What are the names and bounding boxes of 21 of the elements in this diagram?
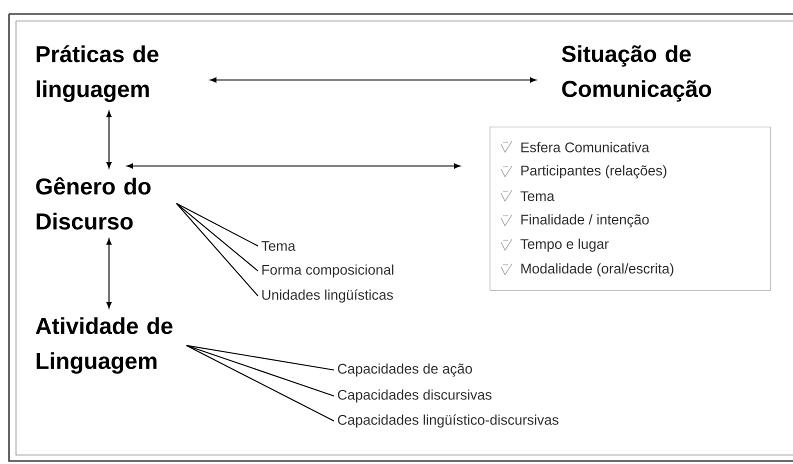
item-text: Unidades lingüísticas xyxy=(262,289,393,303)
item-text: Tema xyxy=(262,241,296,251)
heading: Práticas de linguagem xyxy=(36,45,158,102)
item-text: Capacidades lingüístico-discursivas xyxy=(338,414,558,428)
arrow xyxy=(126,163,460,169)
item-text: Capacidades discursivas xyxy=(338,389,492,403)
item-text: Capacidades de ação xyxy=(338,363,472,377)
item-text: Forma composicional xyxy=(262,264,394,278)
arrow xyxy=(106,238,112,308)
list-item: Participantes (relações) xyxy=(521,165,666,178)
list-item: Modalidade (oral/escrita) xyxy=(521,263,674,276)
heading: Atividade de Linguagem xyxy=(36,317,172,374)
list-item: Tema xyxy=(520,191,554,202)
heading: Gênero do Discurso xyxy=(36,177,151,230)
list-box xyxy=(490,126,771,291)
heading: Situação de Comunicação xyxy=(562,45,712,102)
list-item: Tempo e lugar xyxy=(520,238,609,252)
list-item: Finalidade / intenção xyxy=(521,214,649,228)
arrow xyxy=(106,110,112,168)
arrow xyxy=(210,77,536,83)
list-item: Esfera Comunicativa xyxy=(521,142,650,152)
